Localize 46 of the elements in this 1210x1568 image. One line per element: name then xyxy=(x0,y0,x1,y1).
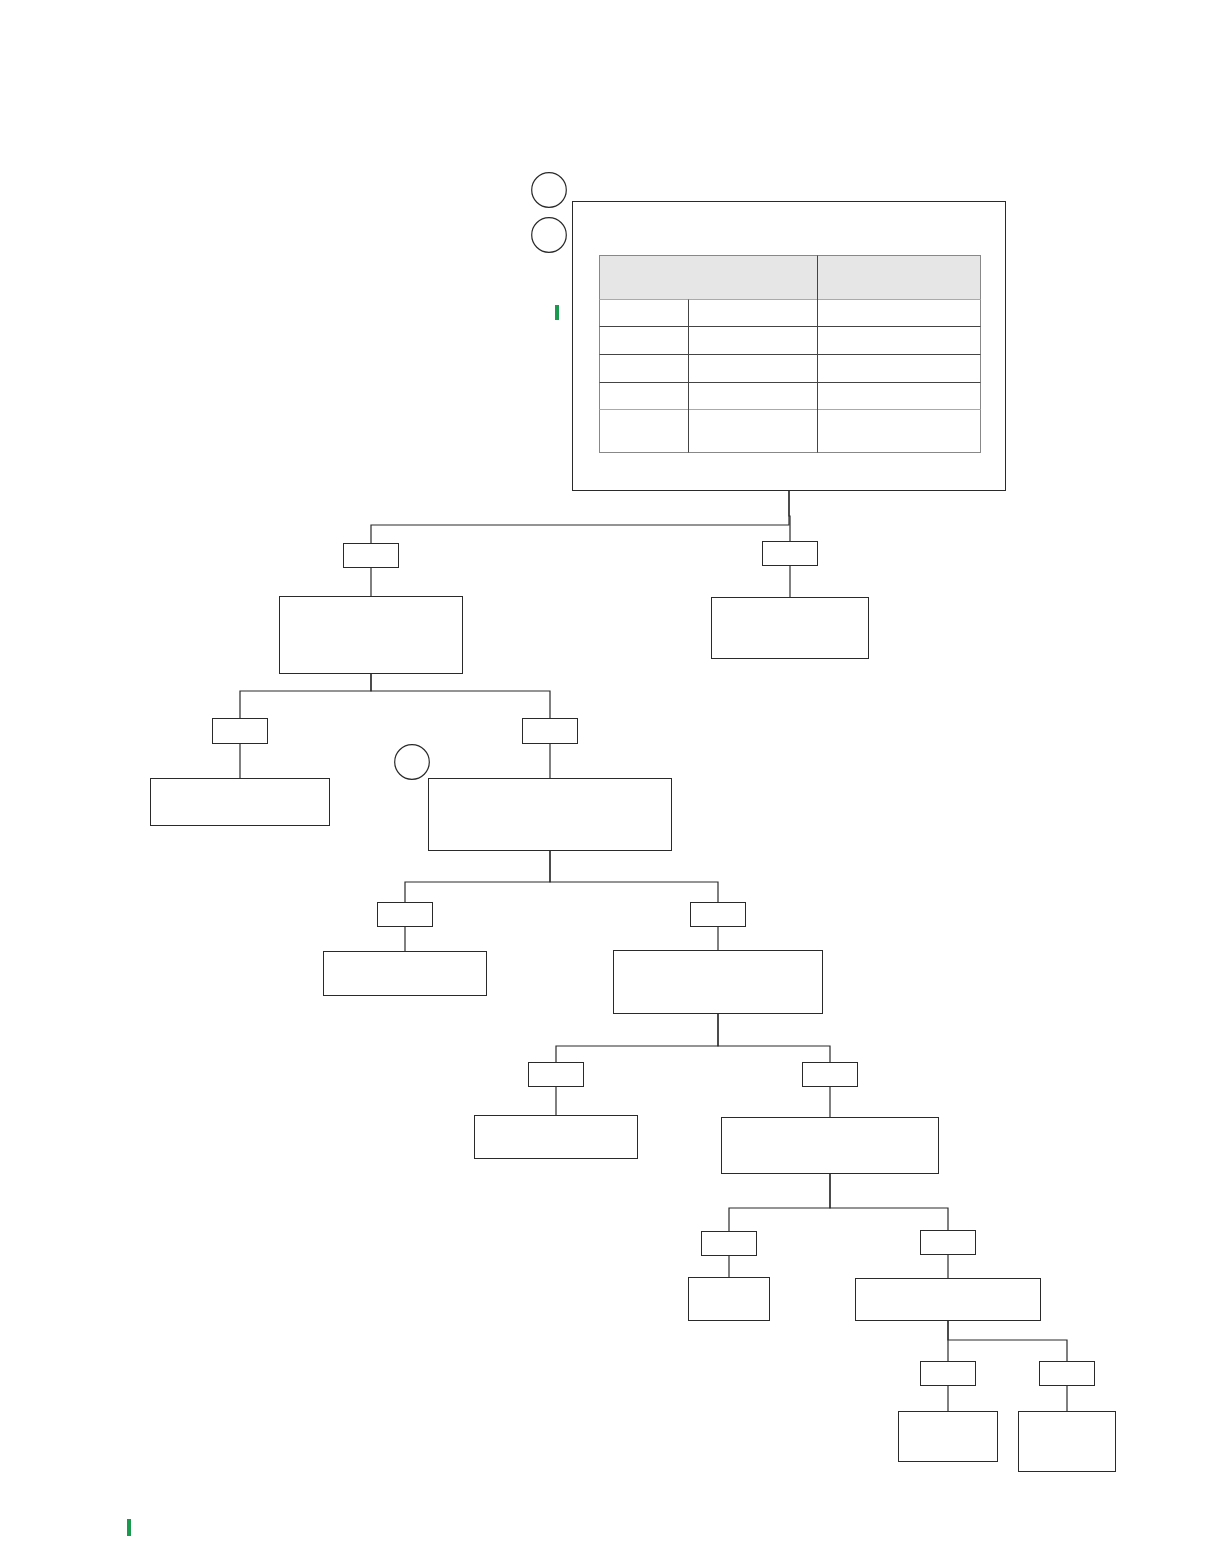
branch-label-box xyxy=(522,718,578,744)
tree-node-box xyxy=(323,951,487,996)
connector-line xyxy=(829,1086,831,1118)
tree-node-box xyxy=(474,1115,638,1159)
branch-label-box xyxy=(762,541,818,566)
branch-label-box xyxy=(690,902,746,927)
connector-line xyxy=(370,567,372,597)
branch-label-box xyxy=(1039,1361,1095,1386)
tree-node-box xyxy=(898,1411,998,1462)
callout-circle xyxy=(531,172,567,208)
tree-node-box xyxy=(721,1117,939,1174)
branch-label-box xyxy=(802,1062,858,1087)
tree-node-box xyxy=(711,597,869,659)
connector-line xyxy=(947,1385,949,1412)
branch-label-box xyxy=(701,1231,757,1256)
tree-node-box xyxy=(855,1278,1041,1321)
branch-label-box xyxy=(212,718,268,744)
tree-node-box xyxy=(613,950,823,1014)
connector-line xyxy=(717,1013,831,1063)
tree-node-box xyxy=(688,1277,770,1321)
branch-label-box xyxy=(920,1230,976,1255)
table-panel xyxy=(572,201,1006,491)
connector-line xyxy=(370,673,551,719)
connector-line xyxy=(789,565,791,598)
tree-node-box xyxy=(1018,1411,1116,1472)
connector-line xyxy=(549,850,719,903)
branch-label-box xyxy=(343,543,399,568)
connector-line xyxy=(549,743,551,779)
connector-line xyxy=(947,1320,1068,1362)
connector-line xyxy=(788,490,791,542)
branch-label-box xyxy=(920,1361,976,1386)
connector-line xyxy=(555,1086,557,1116)
connector-line xyxy=(728,1255,730,1278)
branch-label-box xyxy=(377,902,433,927)
callout-circle xyxy=(531,217,567,253)
connector-line xyxy=(717,926,719,951)
connector-line xyxy=(239,743,241,779)
connector-line xyxy=(829,1173,949,1231)
callout-circle xyxy=(394,744,430,780)
connector-line xyxy=(404,926,406,952)
connector-line xyxy=(1066,1385,1068,1412)
branch-label-box xyxy=(528,1062,584,1087)
tree-node-box xyxy=(428,778,672,851)
tree-node-box xyxy=(150,778,330,826)
tree-node-box xyxy=(279,596,463,674)
connector-line xyxy=(947,1254,949,1279)
